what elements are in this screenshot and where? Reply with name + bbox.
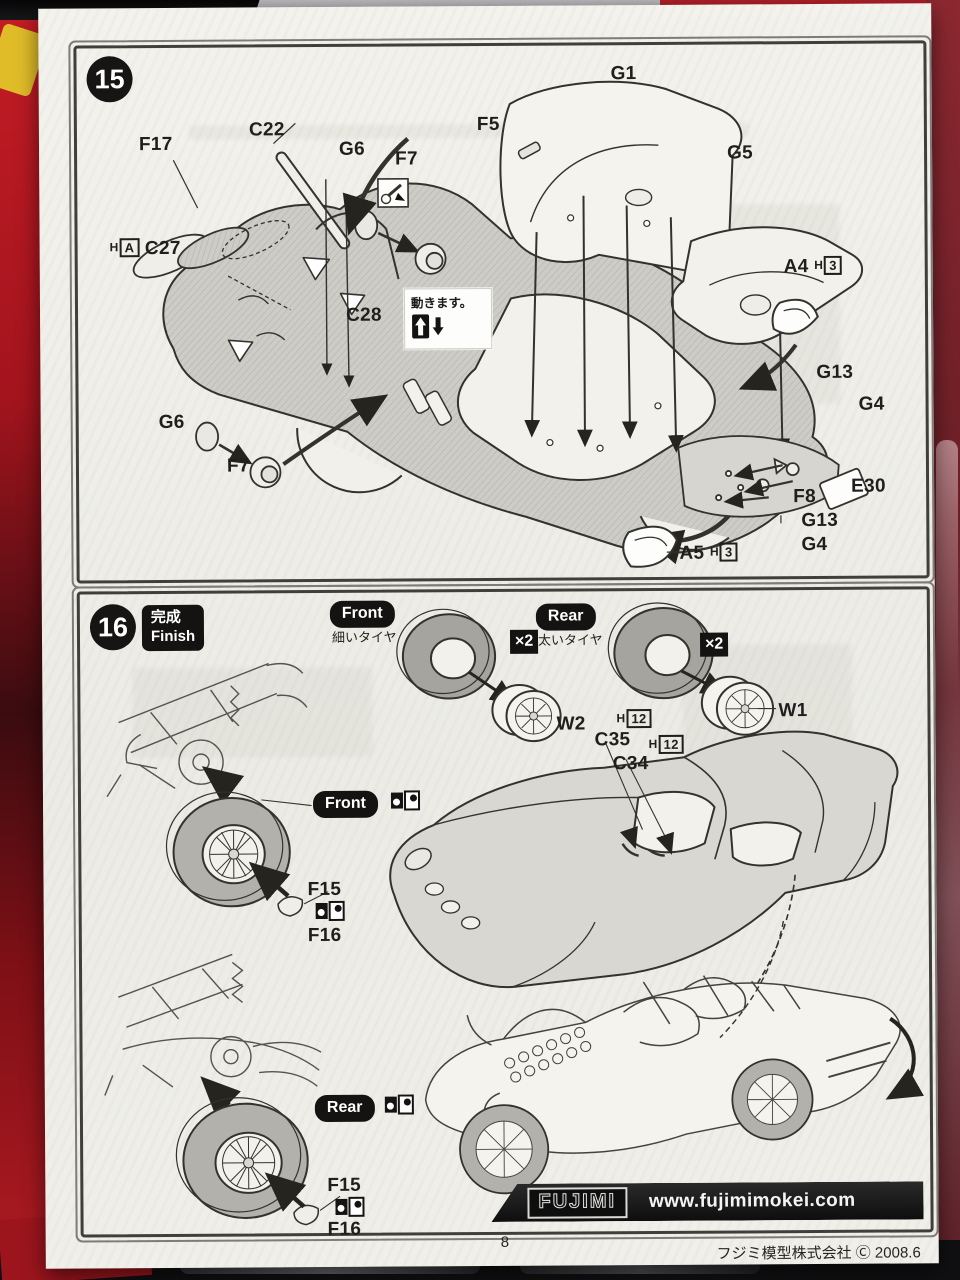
part-label-f5: F5	[476, 113, 500, 136]
paint-code-prefix: H	[709, 544, 719, 559]
part-label-g1: G1	[610, 63, 637, 85]
part-label-f8: F8	[793, 485, 816, 508]
paint-code-box: 12	[658, 734, 684, 754]
brand-bar: FUJIMI www.fujimimokei.com	[491, 1181, 923, 1222]
step15-diagram	[132, 80, 869, 568]
part-label-f7-left: F7	[226, 455, 250, 477]
paint-code-box: A	[119, 238, 140, 258]
front-display-tire-drawing	[396, 608, 562, 743]
copyright-text: フジミ模型株式会社 Ⓒ 2008.6	[716, 1244, 921, 1263]
rear-window-g5-drawing	[670, 226, 864, 345]
paint-code-prefix: H	[648, 736, 658, 752]
wheel-mark-icon	[315, 900, 345, 921]
finish-en: Finish	[150, 627, 196, 645]
rear-wheel-assembly-drawing	[175, 1097, 341, 1226]
wheel-mark-icon	[390, 790, 421, 811]
part-label-f7-top: F7	[395, 148, 418, 170]
part-label-c27-text: C27	[144, 237, 181, 260]
wheel-label-w1: W1	[778, 700, 808, 722]
step16-panel: 16 完成 Finish Front 細いタイヤ ×2 W2 Rear 太いタイ…	[71, 581, 939, 1243]
rear-display-tire-drawing	[607, 602, 777, 736]
front-wheel-assembly-drawing	[165, 791, 329, 917]
part-label-c28: C28	[345, 304, 382, 326]
wiper-label-c34: C34	[612, 753, 649, 775]
rear-f16-label: F16	[327, 1218, 362, 1240]
part-label-g6-left: G6	[158, 411, 185, 434]
front-f16-label: F16	[307, 924, 342, 947]
chassis-drawing	[424, 920, 925, 1195]
website-url: www.fujimimokei.com	[648, 1189, 856, 1213]
rear-f15-label: F15	[327, 1174, 362, 1196]
part-label-c22: C22	[248, 119, 285, 141]
paint-code-box: 12	[626, 709, 652, 729]
vent-a5-drawing	[622, 525, 683, 568]
paint-code-prefix: H	[616, 711, 626, 726]
part-label-f17: F17	[138, 133, 173, 156]
part-label-g5: G5	[726, 142, 754, 164]
front-axle-pill: Front	[312, 790, 378, 819]
part-label-g13-lower: G13	[801, 509, 839, 532]
front-tire-qty: ×2	[509, 629, 539, 654]
up-down-arrows-icon	[412, 314, 444, 339]
rear-tire-desc: 太いタイヤ	[537, 632, 603, 648]
part-label-a5-text: A5	[679, 542, 705, 564]
movement-note-text: 動きます。	[410, 296, 473, 311]
front-f15-label: F15	[307, 878, 342, 901]
car-body-drawing	[389, 730, 899, 1031]
grommet-parts-left	[195, 394, 389, 489]
finish-jp: 完成	[150, 608, 181, 627]
paint-code-prefix: H	[109, 240, 119, 255]
roll-bar-c22-drawing	[273, 122, 400, 388]
rear-suspension-drawing	[104, 953, 322, 1117]
fujimi-logo: FUJIMI	[527, 1187, 627, 1219]
wheel-mark-icon	[384, 1094, 414, 1115]
rear-valance-drawing	[677, 435, 869, 524]
rear-tire-qty: ×2	[699, 632, 729, 657]
paint-code-box: 3	[719, 542, 738, 562]
page-number: 8	[500, 1233, 510, 1251]
background-plastic-glare	[936, 440, 958, 860]
part-label-g13-upper: G13	[816, 361, 854, 383]
part-label-g6-top: G6	[338, 138, 366, 160]
step16-panel-inner: 16 完成 Finish Front 細いタイヤ ×2 W2 Rear 太いタイ…	[76, 586, 934, 1240]
paint-code-box: 3	[824, 255, 842, 275]
air-cleaner-f17-drawing	[132, 159, 291, 311]
part-label-g4-upper: G4	[858, 393, 885, 415]
paint-code-prefix: H	[814, 257, 824, 273]
step-number-badge: 16	[89, 604, 137, 651]
wheel-mark-icon	[335, 1196, 365, 1217]
rear-tire-pill: Rear	[535, 603, 596, 631]
front-tire-pill: Front	[329, 600, 395, 628]
part-label-e30: E30	[851, 475, 886, 497]
part-label-g4-lower: G4	[801, 533, 828, 556]
screw-icon	[377, 177, 409, 208]
step-number-badge: 15	[86, 56, 133, 103]
front-tire-desc: 細いタイヤ	[331, 629, 397, 645]
finish-badge: 完成 Finish	[141, 604, 205, 651]
wiper-label-c35: C35	[594, 729, 631, 751]
part-label-a4-text: A4	[783, 256, 809, 278]
rear-axle-pill: Rear	[314, 1094, 375, 1123]
vent-a4-drawing	[738, 298, 819, 391]
step16-diagram	[104, 602, 925, 1226]
wheel-label-w2: W2	[556, 713, 586, 735]
movement-note: 動きます。	[403, 287, 493, 350]
front-suspension-drawing	[106, 662, 308, 805]
